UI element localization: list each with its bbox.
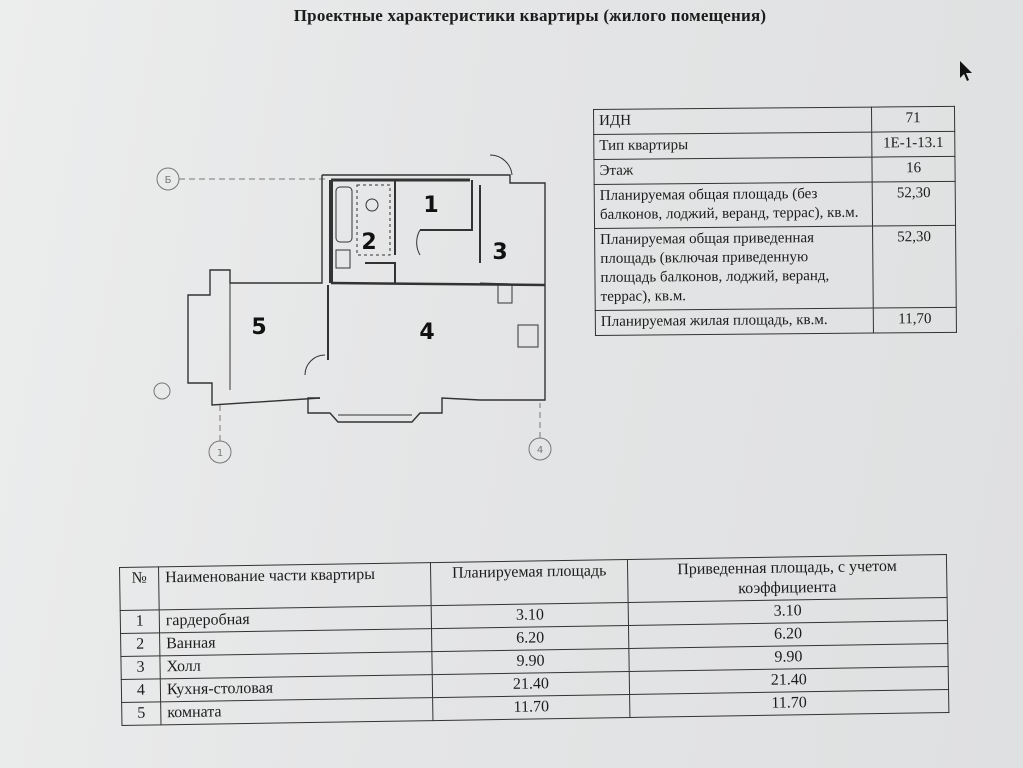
apartment-characteristics-table: ИДН 71 Тип квартиры 1Е-1-13.1 Этаж 16 Пл…	[593, 106, 957, 336]
info-value: 52,30	[872, 225, 957, 309]
row-number: 5	[121, 701, 161, 726]
info-value: 1Е-1-13.1	[871, 131, 955, 158]
header-number: №	[119, 566, 160, 611]
info-value: 11,70	[873, 307, 957, 334]
axis-label: 4	[537, 445, 543, 456]
info-row-living-area: Планируемая жилая площадь, кв.м. 11,70	[595, 307, 957, 336]
axis-label: Б	[165, 175, 172, 186]
info-label: Планируемая общая площадь (без балконов,…	[594, 182, 873, 229]
floor-plan: Б 1 4 1 2 3 4	[153, 154, 552, 464]
info-row-floor: Этаж 16	[593, 156, 956, 185]
row-number: 3	[120, 655, 161, 680]
row-reduced-area: 11.70	[629, 689, 949, 718]
info-label: Этаж	[593, 157, 873, 185]
row-area: 3.10	[431, 602, 629, 629]
info-row-total-area: Планируемая общая площадь (без балконов,…	[594, 181, 956, 229]
header-reduced-area: Приведенная площадь, с учетом коэффициен…	[627, 554, 948, 603]
info-row-idn: ИДН 71	[593, 106, 955, 135]
info-value: 52,30	[872, 181, 956, 227]
room-label-5: 5	[251, 315, 266, 340]
info-value: 71	[871, 106, 955, 133]
info-label: Планируемая жилая площадь, кв.м.	[595, 308, 874, 336]
row-name: комната	[160, 697, 434, 725]
row-number: 2	[120, 632, 160, 657]
header-name: Наименование части квартиры	[158, 562, 432, 610]
header-area: Планируемая площадь	[430, 559, 628, 606]
info-value: 16	[871, 156, 956, 183]
row-area: 11.70	[432, 694, 630, 721]
row-number: 1	[120, 609, 160, 634]
row-area: 9.90	[432, 648, 630, 675]
info-label: ИДН	[593, 107, 872, 135]
room-label-4: 4	[419, 320, 434, 345]
row-area: 21.40	[432, 671, 630, 698]
axis-label: 1	[217, 448, 223, 459]
page-title: Проектные характеристики квартиры (жилог…	[293, 6, 767, 25]
plan-room-labels: 1 2 3 4 5	[251, 193, 507, 345]
room-label-2: 2	[361, 230, 376, 255]
info-label: Тип квартиры	[593, 132, 872, 160]
mouse-cursor-icon	[960, 61, 972, 81]
rooms-table: № Наименование части квартиры Планируема…	[119, 554, 949, 726]
plan-axis-labels: Б 1 4	[165, 175, 544, 459]
row-area: 6.20	[431, 625, 629, 652]
info-label: Планируемая общая приведенная площадь (в…	[594, 226, 874, 311]
room-label-3: 3	[492, 240, 507, 265]
row-number: 4	[121, 678, 161, 703]
room-label-1: 1	[423, 193, 438, 218]
info-row-type: Тип квартиры 1Е-1-13.1	[593, 131, 955, 160]
info-row-reduced-area: Планируемая общая приведенная площадь (в…	[594, 225, 957, 311]
